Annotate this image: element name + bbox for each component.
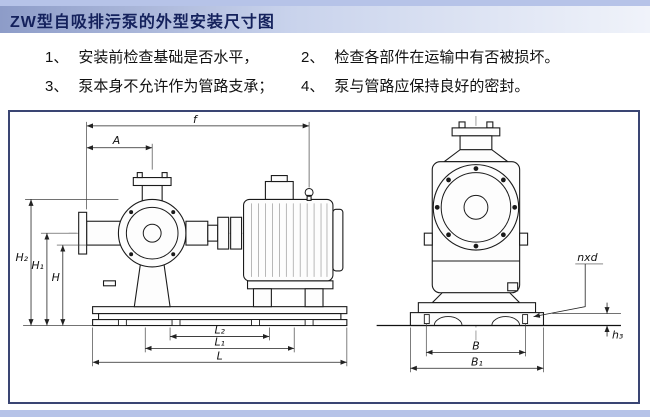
bottom-border-band (0, 410, 650, 417)
dim-label-nxd: nxd (577, 251, 597, 264)
pump-front (423, 121, 529, 294)
note-text: 安装前检查基础是否水平， (78, 49, 259, 66)
dim-label-H1: H₁ (31, 259, 44, 272)
dim-label-h3: h₃ (612, 328, 624, 341)
drain-plug (102, 280, 116, 287)
cover-bolt (129, 252, 134, 257)
cover-bolts (434, 166, 518, 249)
motor (243, 175, 344, 308)
dim-label-L1: L₁ (214, 335, 224, 348)
motor-rail (246, 280, 334, 290)
dimensions-side: f A H₂ H₁ H (15, 113, 348, 367)
motor-support (304, 288, 324, 308)
foot-arch (491, 316, 521, 326)
casing-shoulder (442, 149, 510, 163)
dim-label-B: B (472, 339, 479, 352)
motor-body (243, 198, 334, 282)
installation-notes: 1、 安装前检查基础是否水平， 2、 检查各部件在运输中有否被损坏。 3、 泵本… (45, 42, 642, 104)
anchor-bolt-hole (522, 314, 529, 324)
cover-bolt (171, 210, 176, 215)
note-text: 泵与管路应保持良好的密封。 (334, 78, 530, 95)
note-text: 泵本身不允许作为管路支承； (78, 78, 274, 95)
motor-support (252, 288, 272, 308)
pedestal-front (409, 292, 545, 327)
hub-circle (142, 223, 162, 243)
note-item-1: 1、 安装前检查基础是否水平， (45, 46, 301, 67)
pedestal (430, 292, 521, 304)
volute-outer (117, 198, 187, 268)
discharge-neck (459, 135, 493, 151)
page-title: ZW型自吸排污泵的外型安装尺寸图 (10, 13, 275, 31)
flange-bolt (136, 172, 143, 179)
title-bar: ZW型自吸排污泵的外型安装尺寸图 (0, 6, 650, 33)
dimensions-front: nxd B B₁ h₃ (410, 251, 624, 373)
top-border-band (0, 0, 650, 6)
side-view: f A H₂ H₁ H (15, 113, 348, 367)
dim-label-f: f (193, 113, 199, 126)
cover-circle (125, 206, 179, 260)
bearing-housing (185, 220, 209, 246)
anchor-bolt-hole (423, 314, 430, 324)
front-cover-flange (432, 164, 520, 251)
terminal-box-lid (270, 175, 288, 183)
top-flange (451, 127, 501, 137)
note-number: 3、 (45, 78, 69, 95)
cover-bolt (129, 210, 134, 215)
dim-label-H: H (52, 271, 60, 284)
note-number: 1、 (45, 49, 69, 66)
note-text: 检查各部件在运输中有否被损坏。 (334, 49, 560, 66)
flange-bolt (486, 121, 494, 129)
discharge-flange (132, 177, 172, 187)
front-hub (463, 194, 489, 220)
pump-foot (133, 264, 171, 308)
baseplate-side (92, 306, 348, 327)
motor-fins (251, 203, 328, 277)
coupling-assembly (185, 216, 243, 250)
note-number: 4、 (301, 78, 325, 95)
drawing-area: f A H₂ H₁ H (8, 110, 640, 404)
suction-pipe (86, 220, 121, 246)
note-item-2: 2、 检查各部件在运输中有否被损坏。 (301, 46, 642, 67)
lifting-eye (304, 187, 314, 197)
dim-label-B1: B₁ (471, 355, 483, 368)
pump-casing (78, 172, 187, 308)
front-cover (440, 172, 512, 243)
note-item-3: 3、 泵本身不允许作为管路支承； (45, 75, 301, 96)
nxd-leader (533, 263, 586, 318)
suction-flange (78, 211, 88, 255)
flange-bolt (161, 172, 168, 179)
foot-arch (433, 316, 463, 326)
terminal-box (264, 180, 294, 200)
side-plug (519, 232, 529, 246)
eye-bolt-stem (306, 194, 312, 201)
side-plug (423, 232, 433, 246)
dim-label-L2: L₂ (214, 323, 225, 336)
flange-bolt (458, 121, 466, 129)
motor-end-cap (332, 208, 344, 272)
pump-dimension-drawing: f A H₂ H₁ H (15, 113, 624, 373)
coupling-half (230, 216, 243, 250)
cover-bolt (171, 252, 176, 257)
front-view: nxd B B₁ h₃ (376, 115, 624, 373)
drain-plug (507, 282, 519, 292)
shaft-step (207, 224, 219, 242)
dim-label-A: A (112, 134, 120, 147)
dim-label-L: L (217, 349, 223, 362)
note-item-4: 4、 泵与管路应保持良好的密封。 (301, 75, 642, 96)
base-plate (417, 302, 537, 314)
coupling-half (217, 216, 230, 250)
dim-label-H2: H₂ (15, 251, 28, 264)
note-number: 2、 (301, 49, 325, 66)
